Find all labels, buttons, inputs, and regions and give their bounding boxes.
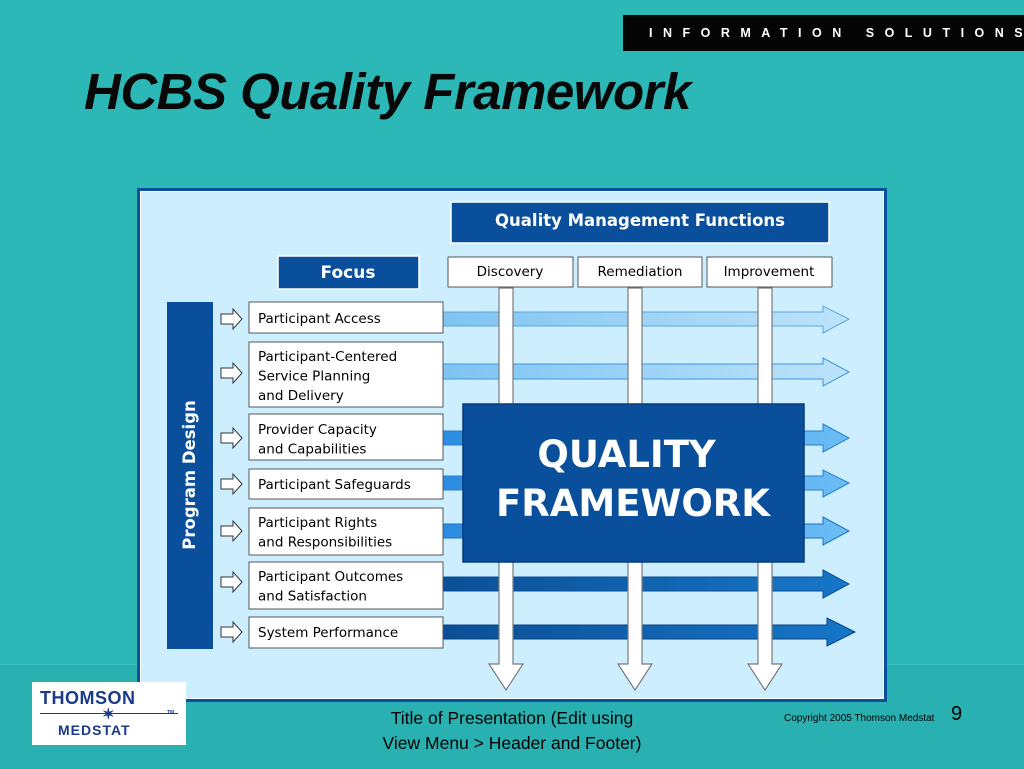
logo-trademark: TM xyxy=(167,710,175,716)
function-box-remediation xyxy=(577,256,703,288)
quality-framework-label: QUALITY FRAMEWORK xyxy=(496,433,771,525)
function-box-discovery xyxy=(447,256,574,288)
function-remediation: Remediation xyxy=(598,264,683,280)
pointer-arrow-5 xyxy=(220,519,243,543)
focus-area-box-3 xyxy=(248,413,444,461)
focus-area-box-1 xyxy=(248,301,444,334)
thomson-medstat-logo: THOMSON ✶ TM MEDSTAT xyxy=(32,682,186,745)
focus-area-6: Participant Outcomes and Satisfaction xyxy=(258,569,408,605)
focus-area-box-2 xyxy=(248,341,444,408)
focus-pointer-arrows xyxy=(220,307,243,644)
footer-title-line-2: View Menu > Header and Footer) xyxy=(382,733,642,753)
company-banner: INFORMATION SOLUTIONS xyxy=(623,15,1024,51)
focus-label: Focus xyxy=(321,263,376,283)
footer-copyright: Copyright 2005 Thomson Medstat xyxy=(784,713,935,724)
program-design-label: Program Design xyxy=(180,400,199,550)
focus-area-box-4 xyxy=(248,468,444,500)
functions-header: Quality Management Functions xyxy=(495,211,785,230)
focus-area-2: Participant-Centered Service Planning an… xyxy=(258,349,401,404)
function-discovery: Discovery xyxy=(477,264,544,280)
pointer-arrow-6 xyxy=(220,570,243,594)
star-icon: ✶ xyxy=(102,706,115,723)
footer-title[interactable]: Title of Presentation (Edit using View M… xyxy=(330,706,694,756)
focus-area-list: Participant Access Participant-Centered … xyxy=(248,301,444,649)
pointer-arrow-1 xyxy=(220,307,243,331)
functions-header-box xyxy=(450,201,830,244)
page-number: 9 xyxy=(951,703,963,725)
pointer-arrow-7 xyxy=(220,620,243,644)
pointer-arrow-2 xyxy=(220,361,243,385)
focus-area-box-7 xyxy=(248,616,444,649)
footer-title-line-1: Title of Presentation (Edit using xyxy=(390,708,634,728)
logo-top-text: THOMSON xyxy=(40,688,136,708)
logo-rule xyxy=(40,713,178,714)
focus-area-box-5 xyxy=(248,507,444,556)
program-design-bar xyxy=(167,302,213,649)
function-improvement: Improvement xyxy=(724,264,815,280)
focus-area-1: Participant Access xyxy=(258,311,381,327)
quality-framework-diagram: Quality Management Functions Focus Disco… xyxy=(137,188,887,702)
logo-bottom-text: MEDSTAT xyxy=(58,722,131,738)
focus-area-3: Provider Capacity and Capabilities xyxy=(258,422,381,458)
pointer-arrow-4 xyxy=(220,472,243,496)
focus-area-box-6 xyxy=(248,561,444,610)
pointer-arrow-3 xyxy=(220,426,243,450)
function-box-improvement xyxy=(706,256,833,288)
focus-box xyxy=(277,255,420,290)
page-title[interactable]: HCBS Quality Framework xyxy=(84,63,691,120)
quality-framework-box xyxy=(462,403,805,563)
focus-area-4: Participant Safeguards xyxy=(258,477,411,493)
focus-area-7: System Performance xyxy=(258,625,398,641)
focus-area-5: Participant Rights and Responsibilities xyxy=(258,515,392,551)
